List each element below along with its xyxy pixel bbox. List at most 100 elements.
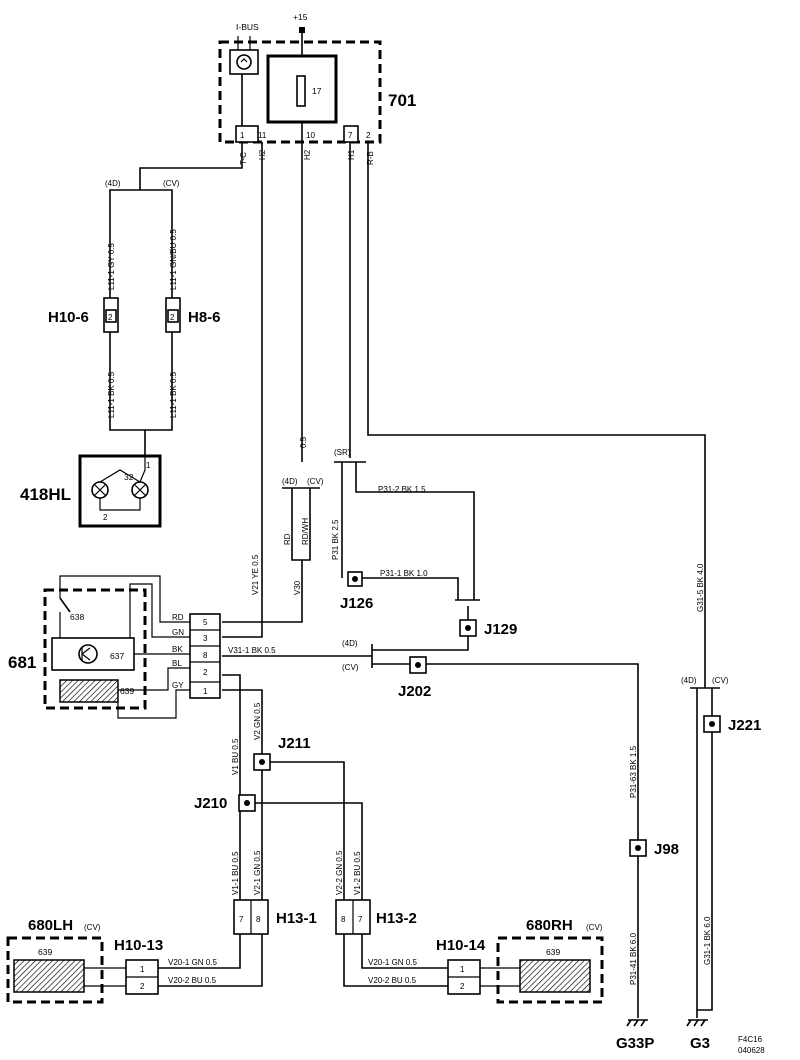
h10-6-pin-label: 2 bbox=[108, 313, 113, 322]
unit-681-label: 681 bbox=[8, 653, 36, 672]
h13-1-pin-8: 8 bbox=[256, 915, 261, 924]
wire-v21 bbox=[222, 560, 263, 638]
lamp-return bbox=[99, 498, 141, 511]
h10-6-label: H10-6 bbox=[48, 309, 89, 326]
connector-h10-14: 1 2 H10-14 bbox=[436, 937, 486, 995]
wire-v1 bbox=[222, 674, 241, 900]
unit-418hl-label: 418HL bbox=[20, 485, 71, 504]
internal-gy bbox=[117, 689, 190, 719]
plus15-label: +15 bbox=[293, 12, 308, 22]
j211-dot bbox=[259, 759, 265, 765]
splice-j211: J211 bbox=[253, 735, 311, 771]
ground-g33p-icon bbox=[626, 1019, 648, 1027]
transistor-637-symbol bbox=[81, 647, 91, 661]
h13-2-label: H13-2 bbox=[376, 910, 417, 927]
h8-6-pin-label: 2 bbox=[170, 313, 175, 322]
wire-tc-split bbox=[139, 142, 243, 190]
g3-label: G3 bbox=[690, 1035, 710, 1052]
ground-g3-icon bbox=[686, 1019, 708, 1027]
h13-2-pin-8: 8 bbox=[341, 915, 346, 924]
pin-418-1: 1 bbox=[146, 461, 151, 470]
pin-418-2: 2 bbox=[103, 513, 108, 522]
unit-680lh-variant: (CV) bbox=[84, 923, 101, 932]
unit-681: 637 638 639 681 bbox=[8, 575, 190, 719]
j126-dot bbox=[352, 576, 358, 582]
wire-label-v30: V30 bbox=[293, 580, 302, 595]
pin-701-11: 11 bbox=[258, 131, 267, 140]
sensor-639-icon bbox=[59, 679, 119, 703]
unit-701-label: 701 bbox=[388, 91, 416, 110]
sensor-639-lh-label: 639 bbox=[38, 947, 52, 957]
pin-681-5: 5 bbox=[203, 618, 208, 627]
wire-label-v1-2: V1-2 BU 0.5 bbox=[353, 851, 362, 895]
unit-638-label: 638 bbox=[70, 612, 84, 622]
footer-code-2: 040628 bbox=[738, 1046, 765, 1055]
h10-13-pin-1: 1 bbox=[140, 965, 145, 974]
j98-label: J98 bbox=[654, 841, 679, 858]
wire-label-l11-gnbu: L11-1 GN/BU 0.5 bbox=[169, 229, 178, 290]
wire-v20-1-lh bbox=[158, 934, 241, 969]
variant-4d-1: (4D) bbox=[105, 179, 121, 188]
sensor-639-rh-label: 639 bbox=[546, 947, 560, 957]
wire-label-v2-1: V2-1 GN 0.5 bbox=[253, 850, 262, 895]
ibus-label: I-BUS bbox=[236, 22, 259, 32]
wire-rd bbox=[291, 488, 302, 561]
wire-p31-63 bbox=[372, 663, 639, 840]
wire-label-p31-1: P31-1 BK 1.0 bbox=[380, 569, 428, 578]
pin-701-7: 7 bbox=[348, 131, 353, 140]
wire-label-rd: RD bbox=[283, 533, 292, 545]
internal-bl bbox=[118, 667, 190, 691]
wire-g31-1 bbox=[697, 732, 713, 1011]
wire-label-v21: V21 YE 0.5 bbox=[251, 554, 260, 595]
lamp-feed bbox=[139, 456, 146, 483]
color-gn: GN bbox=[172, 628, 184, 637]
j221-dot bbox=[709, 721, 715, 727]
splice-j129: J129 bbox=[459, 619, 517, 638]
pin-701-2: 2 bbox=[366, 131, 371, 140]
h10-14-pin-2: 2 bbox=[460, 982, 465, 991]
variant-cv-1: (CV) bbox=[163, 179, 180, 188]
connector-h10-6: 2 H10-6 bbox=[48, 297, 119, 333]
pin-681-3: 3 bbox=[203, 634, 208, 643]
wire-label-l11-bk-left: L11-1 BK 0.5 bbox=[107, 371, 116, 418]
splice-j98: J98 bbox=[629, 839, 679, 858]
variant-cv-3: (CV) bbox=[342, 663, 359, 672]
wire-p31-2 bbox=[355, 462, 475, 600]
wire-l11-bk-right bbox=[145, 332, 173, 431]
j221-label: J221 bbox=[728, 717, 761, 734]
wire-label-rdwh: RD/WH bbox=[301, 518, 310, 545]
wire-label-v1-1: V1-1 BU 0.5 bbox=[231, 851, 240, 895]
pin-681-8: 8 bbox=[203, 651, 208, 660]
wire-label-l11-bk-right: L11-1 BK 0.5 bbox=[169, 371, 178, 418]
wire-label-v20-1-rh: V20-1 GN 0.5 bbox=[368, 958, 417, 967]
lamp-right-cross bbox=[134, 484, 146, 496]
wire-v2 bbox=[222, 689, 263, 900]
j129-label: J129 bbox=[484, 621, 517, 638]
unit-681-outline bbox=[43, 588, 147, 710]
lamp-32-label: 32 bbox=[124, 472, 134, 482]
color-gy: GY bbox=[172, 681, 184, 690]
wire-label-p31-2: P31-2 BK 1.5 bbox=[378, 485, 426, 494]
plus15-terminal bbox=[299, 27, 305, 33]
h13-1-label: H13-1 bbox=[276, 910, 317, 927]
wire-label-p31: P31 BK 2.5 bbox=[331, 519, 340, 560]
wires-top bbox=[109, 74, 706, 688]
wire-label-v20-2-rh: V20-2 BU 0.5 bbox=[368, 976, 417, 985]
unit-680rh-label: 680RH bbox=[526, 917, 573, 934]
pin-681-1: 1 bbox=[203, 687, 208, 696]
unit-639-label: 639 bbox=[120, 686, 134, 696]
sensor-639-rh-icon bbox=[519, 959, 591, 993]
lamp-bridge bbox=[99, 469, 141, 483]
wire-label-p31-41: P31-41 BK 6.0 bbox=[629, 932, 638, 985]
wire-label-g31-5: G31-5 BK 4.0 bbox=[696, 563, 705, 612]
wire-label-h2-05: 0.5 bbox=[299, 436, 308, 448]
sensor-639-lh-icon bbox=[13, 959, 85, 993]
connector-h10-13: 1 2 H10-13 bbox=[114, 937, 163, 995]
unit-701: 17 701 I-BUS +15 1 11 10 7 2 bbox=[218, 12, 416, 144]
h10-13-label: H10-13 bbox=[114, 937, 163, 954]
j210-label: J210 bbox=[194, 795, 227, 812]
unit-701-pin-box-left bbox=[235, 125, 259, 143]
connector-h13-2: 8 7 H13-2 bbox=[335, 899, 417, 935]
wire-label-v2-2: V2-2 GN 0.5 bbox=[335, 850, 344, 895]
